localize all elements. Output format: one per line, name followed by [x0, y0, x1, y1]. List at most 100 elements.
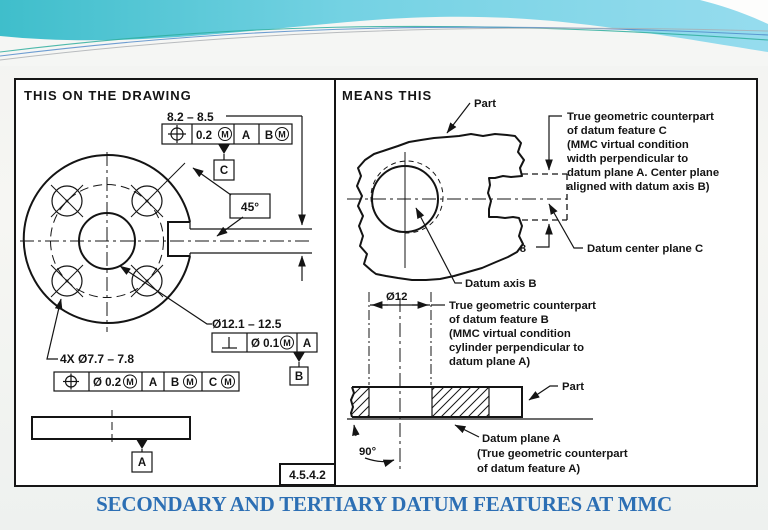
angle-callout-45: 45°: [192, 167, 271, 237]
bolt-hole: [50, 184, 84, 218]
datum-center-plane-label: Datum center plane C: [587, 243, 703, 255]
datum-feature-c: C: [213, 144, 235, 181]
svg-text:(True geometric counterpart: (True geometric counterpart: [477, 448, 628, 460]
left-panel-title: THIS ON THE DRAWING: [24, 88, 192, 103]
slot-width-dimension: 8.2 – 8.5: [167, 110, 214, 124]
mmc-icon: M: [275, 127, 289, 141]
wave-header-graphic: [0, 0, 768, 66]
pattern-leader: [46, 298, 63, 360]
datum-triangle-icon: [218, 144, 230, 154]
width-arrow-up: [536, 223, 553, 248]
hole-leader: [119, 265, 212, 325]
svg-text:True geometric counterpart: True geometric counterpart: [567, 111, 714, 123]
center-plane-leader: [548, 203, 583, 249]
figure-reference-number: 4.5.4.2: [289, 468, 326, 482]
fcf-slot-datum1: A: [242, 130, 250, 142]
slide-caption: SECONDARY AND TERTIARY DATUM FEATURES AT…: [0, 492, 768, 517]
datum-feature-b: B: [289, 352, 309, 386]
cylinder-dimension: Ø12: [386, 291, 407, 303]
svg-text:datum plane A. Center plane: datum plane A. Center plane: [567, 167, 719, 179]
part-label-top: Part: [474, 98, 496, 110]
part-leader-bottom: [528, 385, 558, 401]
figure-reference: 4.5.4.2: [279, 463, 336, 486]
svg-text:cylinder perpendicular to: cylinder perpendicular to: [449, 342, 584, 354]
center-hole: [78, 212, 136, 270]
svg-text:M: M: [126, 377, 134, 387]
cylinder-dimension-group: Ø12: [368, 291, 445, 385]
svg-text:aligned with datum axis B): aligned with datum axis B): [567, 181, 710, 193]
svg-text:Datum plane A: Datum plane A: [482, 433, 561, 445]
fcf-pattern-tolerance: Ø 0.2: [93, 377, 121, 389]
svg-text:M: M: [283, 338, 291, 348]
svg-text:width perpendicular to: width perpendicular to: [566, 153, 688, 165]
svg-text:of datum feature B: of datum feature B: [449, 314, 549, 326]
bolt-hole: [130, 264, 164, 298]
wave-accent-gray: [0, 27, 768, 61]
right-panel-drawing: MEANS THIS Part 8 True geometric counter…: [342, 88, 719, 475]
hole-dimension: Ø12.1 – 12.5: [212, 317, 282, 331]
part-label-bottom: Part: [562, 381, 584, 393]
fcf-hole-tolerance: Ø 0.1: [251, 338, 280, 350]
wave-accent-green: [0, 25, 768, 53]
wave-top-right: [700, 0, 768, 24]
svg-text:of datum feature A): of datum feature A): [477, 463, 580, 475]
fcf-slot: 0.2 M A B M: [161, 123, 293, 145]
mmc-icon: M: [221, 374, 235, 389]
position-icon: [168, 125, 186, 143]
bolt-hole: [50, 264, 84, 298]
slot-notch: [167, 221, 190, 257]
svg-text:(MMC virtual condition: (MMC virtual condition: [449, 328, 571, 340]
datum-triangle-icon: [293, 352, 305, 362]
svg-text:datum plane A): datum plane A): [449, 356, 530, 368]
fcf-hole: Ø 0.1 M A: [211, 332, 318, 353]
mmc-icon: M: [183, 374, 197, 389]
actual-hole-b: [370, 160, 444, 234]
caption-text: SECONDARY AND TERTIARY DATUM FEATURES AT…: [96, 492, 672, 516]
fcf-pattern-datum1: A: [149, 377, 157, 389]
fcf-pattern: Ø 0.2 M A B M C M: [53, 371, 240, 392]
technical-drawing-svg: THIS ON THE DRAWING 8.2 – 8.5 0.2: [20, 80, 719, 486]
datum-plane-leader: [454, 424, 480, 438]
position-icon: [63, 373, 79, 390]
fcf-slot-tolerance: 0.2: [196, 130, 212, 142]
part-outline-wavy: [356, 133, 525, 281]
fcf-slot-datum2: B: [265, 130, 273, 142]
svg-text:True geometric counterpart: True geometric counterpart: [449, 300, 596, 312]
bolt-hole: [130, 162, 186, 218]
section-outline: [349, 386, 523, 418]
angle-leader-upper: [192, 167, 232, 196]
pattern-dimension: 4X Ø7.7 – 7.8: [60, 352, 134, 366]
cross-section-view: [347, 298, 593, 470]
angle-dimension-90: 90°: [359, 446, 377, 458]
fcf-pattern-datum2: B: [171, 377, 179, 389]
angle-dimension-45: 45°: [241, 200, 259, 214]
width-dimension-8: 8: [520, 243, 526, 255]
svg-text:M: M: [224, 377, 232, 387]
svg-text:M: M: [278, 130, 286, 140]
flange-side-view: A: [31, 410, 191, 473]
datum-triangle-icon: [136, 439, 148, 449]
wave-accent-blue: [0, 26, 768, 57]
figure-frame: THIS ON THE DRAWING 8.2 – 8.5 0.2: [14, 78, 758, 487]
left-panel-drawing: THIS ON THE DRAWING 8.2 – 8.5 0.2: [20, 88, 336, 486]
perpendicularity-icon: [222, 337, 237, 349]
datum-plane-a-labels: Datum plane A (True geometric counterpar…: [454, 424, 628, 475]
flange-outline: [22, 154, 191, 324]
hatching-left: [351, 386, 370, 418]
datum-label-b: B: [295, 371, 303, 383]
flange-front-view: [20, 152, 312, 332]
fcf-pattern-datum3: C: [209, 377, 217, 389]
mmc-icon: M: [218, 127, 232, 141]
note-true-counterpart-b: True geometric counterpart of datum feat…: [449, 300, 596, 368]
svg-text:(MMC virtual condition: (MMC virtual condition: [567, 139, 689, 151]
datum-axis-label: Datum axis B: [465, 278, 537, 290]
svg-text:M: M: [221, 130, 229, 140]
svg-text:of datum feature C: of datum feature C: [567, 125, 667, 137]
right-panel-title: MEANS THIS: [342, 88, 432, 103]
note-c-leader: [545, 115, 562, 171]
datum-axis-leader: [415, 207, 462, 284]
mmc-icon: M: [123, 374, 137, 389]
angle-leader-lower: [216, 216, 244, 237]
svg-text:M: M: [186, 377, 194, 387]
